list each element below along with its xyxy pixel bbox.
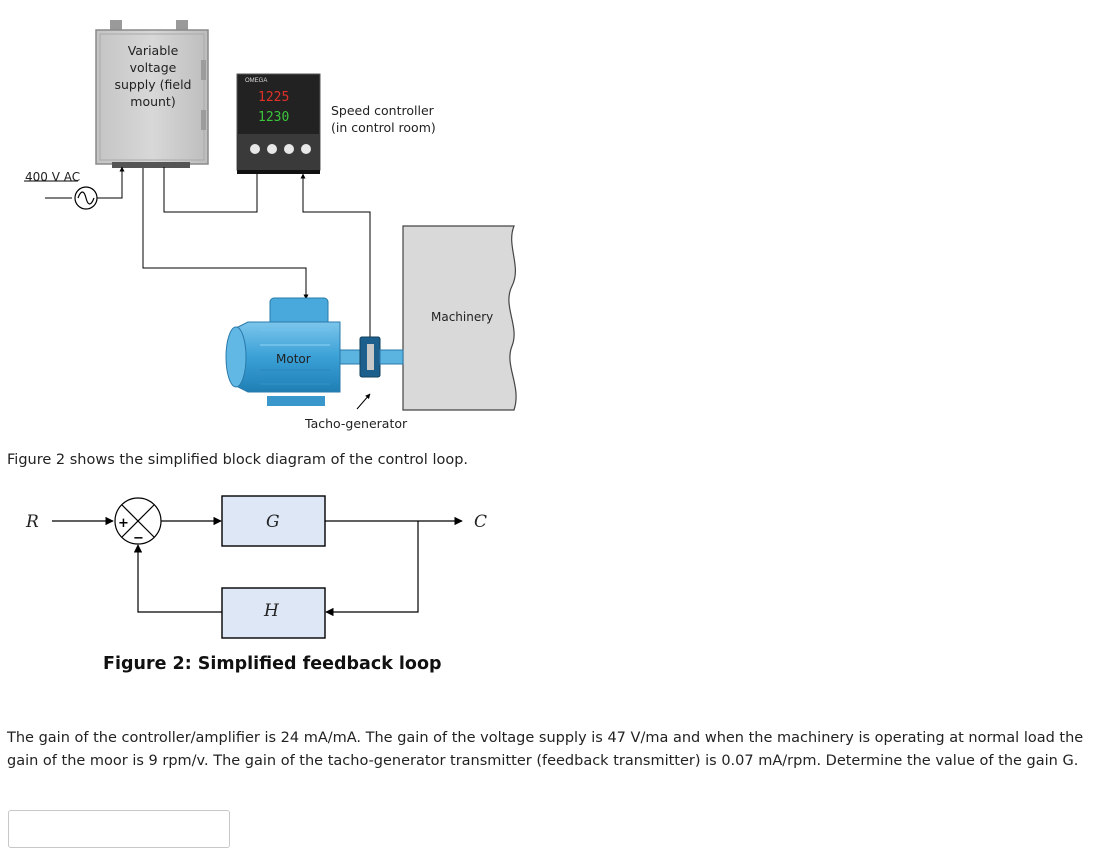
- voltage-supply-label: Variable voltage supply (field mount): [114, 43, 192, 109]
- answer-input[interactable]: [8, 810, 230, 848]
- figure-caption: Figure 2: Simplified feedback loop: [103, 654, 442, 674]
- sum-minus-sign: −: [133, 531, 144, 546]
- controller-pv-display: 1225: [258, 90, 289, 105]
- sum-plus-sign: +: [118, 516, 129, 531]
- h-block-label: H: [264, 601, 279, 621]
- controller-button-up: [267, 144, 277, 154]
- ac-source-label: 400 V AC: [25, 170, 81, 184]
- speed-controller-label-text: Speed controller (in control room): [331, 103, 436, 135]
- speed-controller: OMEGA 1225 1230: [236, 73, 321, 174]
- output-symbol: C: [474, 512, 488, 532]
- input-symbol: R: [26, 512, 39, 532]
- block-diagram: [52, 495, 463, 639]
- machinery-label: Machinery: [431, 310, 494, 324]
- g-block-label: G: [266, 512, 280, 532]
- tacho-pointer: [356, 393, 371, 410]
- ac-source: [24, 166, 125, 210]
- machinery: [402, 225, 517, 411]
- problem-statement: The gain of the controller/amplifier is …: [7, 730, 1084, 769]
- intro-text: Figure 2 shows the simplified block diag…: [7, 452, 469, 468]
- controller-brand: OMEGA: [245, 78, 267, 84]
- voltage-supply-enclosure: [95, 20, 209, 168]
- speed-controller-label: Speed controller (in control room): [331, 102, 436, 136]
- controller-button-enter: [301, 144, 311, 154]
- h-block: [221, 587, 326, 639]
- wiring: [142, 167, 371, 338]
- controller-button-down: [284, 144, 294, 154]
- controller-button-cycle: [250, 144, 260, 154]
- motor-label: Motor: [276, 352, 311, 366]
- tacho-generator-label: Tacho-generator: [305, 416, 408, 431]
- motor: [225, 297, 404, 406]
- controller-sv-display: 1230: [258, 110, 289, 125]
